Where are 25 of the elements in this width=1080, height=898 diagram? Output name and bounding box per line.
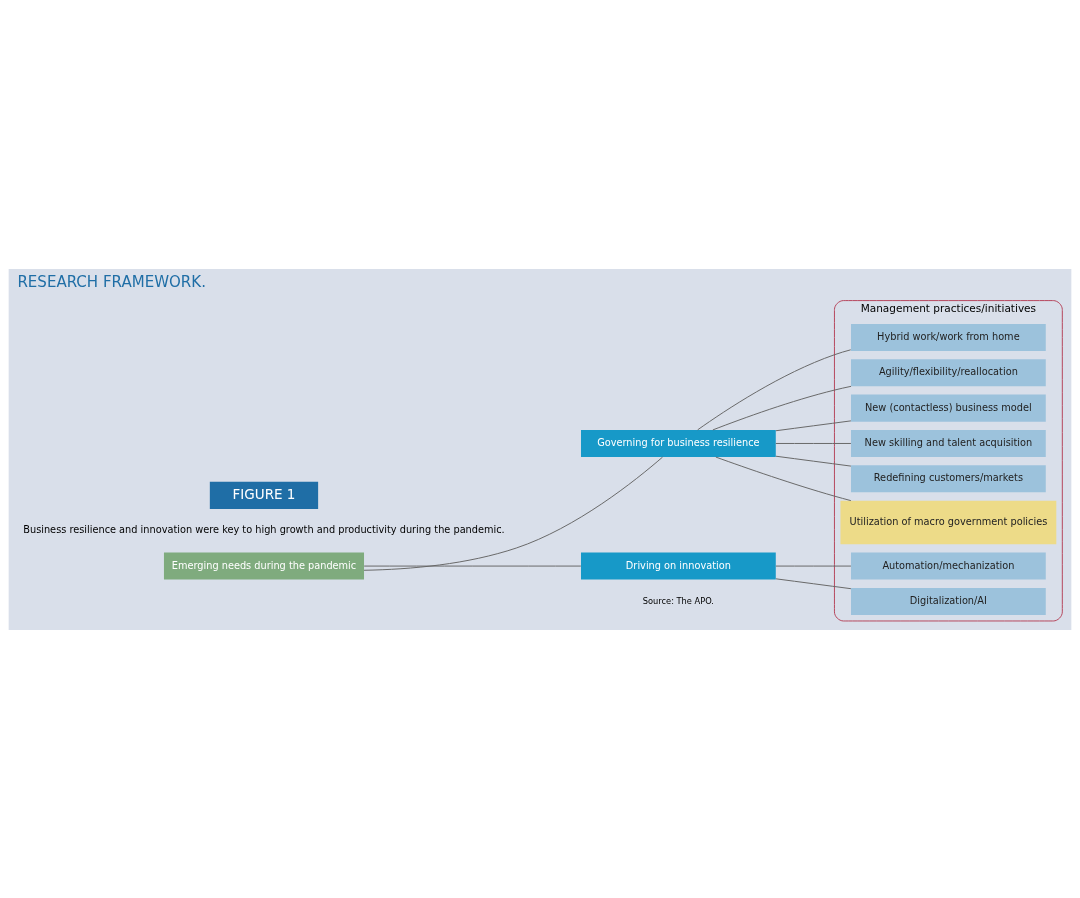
connector xyxy=(697,348,852,430)
node-box: Automation/mechanization xyxy=(851,552,1046,580)
node-box: Utilization of macro government policies xyxy=(840,500,1057,544)
node-box: Hybrid work/work from home xyxy=(851,323,1046,351)
node-box: Emerging needs during the pandemic xyxy=(163,552,364,580)
connector xyxy=(363,456,664,571)
connector xyxy=(715,456,852,501)
connector xyxy=(712,385,852,430)
node-box: Agility/flexibility/reallocation xyxy=(851,358,1046,386)
node-box: Redefining customers/markets xyxy=(851,464,1046,492)
label: FIGURE 1 xyxy=(232,485,296,502)
caption: Source: The APO. xyxy=(642,595,715,606)
diagram-title: RESEARCH FRAMEWORK. xyxy=(17,272,206,291)
connector xyxy=(363,565,582,567)
label: Business resilience and innovation were key to high growth and productivity during the pandemic. xyxy=(23,523,505,535)
connector xyxy=(775,577,852,589)
node-box: New skilling and talent acquisition xyxy=(851,429,1046,457)
node-box: New (contactless) business model xyxy=(851,394,1046,422)
connector xyxy=(775,442,852,444)
node-box: Digitalization/AI xyxy=(851,587,1046,615)
connector xyxy=(775,565,852,567)
node-box: Driving on innovation xyxy=(581,552,776,580)
connector xyxy=(775,455,852,467)
connector xyxy=(775,419,852,431)
node-box: Governing for business resilience xyxy=(581,429,776,457)
